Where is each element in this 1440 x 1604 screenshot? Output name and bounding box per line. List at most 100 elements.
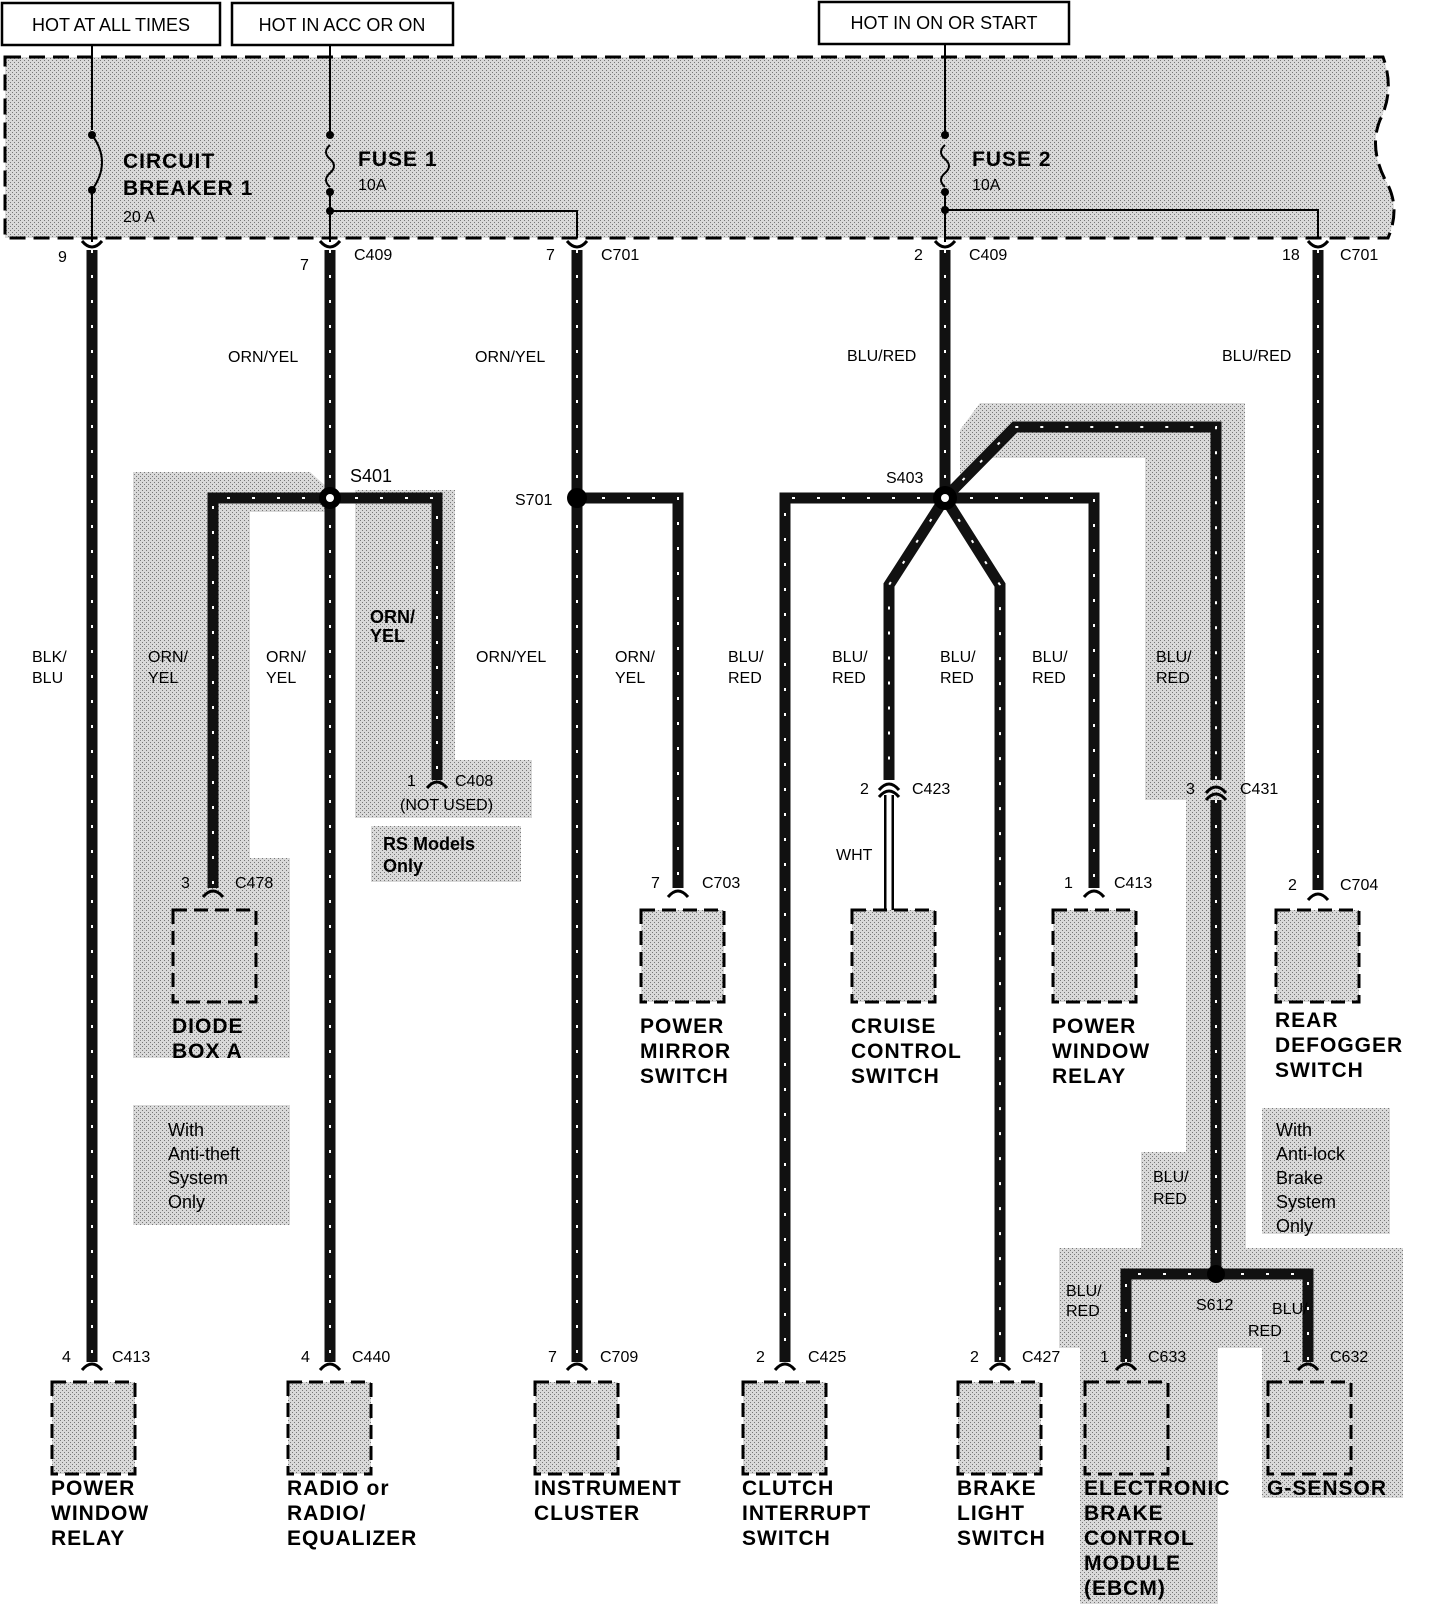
fuse1-name: FUSE 1 <box>358 148 438 171</box>
power-mirror-label: POWER MIRROR SWITCH <box>640 1015 731 1088</box>
power-mirror-label-3: SWITCH <box>640 1065 729 1088</box>
circuit-breaker-symbol <box>88 131 103 242</box>
power-mirror-label-2: MIRROR <box>640 1040 731 1063</box>
clutch-label-1: CLUTCH <box>742 1477 834 1500</box>
rs-models-note-1: RS Models <box>383 834 475 854</box>
cruise-control-label-3: SWITCH <box>851 1065 940 1088</box>
splice-s612 <box>1207 1265 1225 1283</box>
c633-pin: 1 <box>1100 1349 1109 1366</box>
c703-pin: 7 <box>651 875 660 892</box>
anti-theft-note-2: Anti-theft <box>168 1144 240 1164</box>
wire-label-clutch-blu: BLU/ <box>728 649 764 666</box>
anti-lock-note-1: With <box>1276 1120 1312 1140</box>
rear-defogger-label-1: REAR <box>1275 1009 1339 1032</box>
anti-lock-note-3: Brake <box>1276 1168 1323 1188</box>
clutch-label-3: SWITCH <box>742 1527 831 1550</box>
c440-id: C440 <box>352 1349 390 1366</box>
circuit-breaker-name-2: BREAKER 1 <box>123 177 253 200</box>
splice-s701 <box>567 488 587 508</box>
pwr-bot-label-3: RELAY <box>51 1527 125 1550</box>
c427-pin: 2 <box>970 1349 979 1366</box>
brake-label-3: SWITCH <box>957 1527 1046 1550</box>
f2-c701-id: C701 <box>1340 247 1378 264</box>
power-mirror-label-1: POWER <box>640 1015 724 1038</box>
power-source-hot-in-on-or-start: HOT IN ON OR START <box>817 0 1071 46</box>
clutch-interrupt-switch <box>741 1380 828 1476</box>
fuse2-name: FUSE 2 <box>972 148 1052 171</box>
wire-label-blk-blu-2: BLU <box>32 670 63 687</box>
circuit-breaker-name-1: CIRCUIT <box>123 150 215 173</box>
anti-lock-note-5: Only <box>1276 1216 1313 1236</box>
c425-id: C425 <box>808 1349 846 1366</box>
g-sensor-label: G-SENSOR <box>1267 1477 1386 1500</box>
c703-id: C703 <box>702 875 740 892</box>
f1-c701-id: C701 <box>601 247 639 264</box>
fuse2-symbol <box>940 131 1319 242</box>
anti-lock-shaded-label <box>1141 1152 1191 1248</box>
label-hot-at-all-times: HOT AT ALL TIMES <box>32 15 190 35</box>
wire-label-c408-orn: ORN/ <box>370 607 415 627</box>
ebcm-label: ELECTRONIC BRAKE CONTROL MODULE (EBCM) <box>1084 1477 1230 1600</box>
radio-equalizer <box>286 1380 373 1476</box>
clutch-interrupt-label: CLUTCH INTERRUPT SWITCH <box>742 1477 870 1550</box>
rear-defogger-switch <box>1274 908 1361 1004</box>
anti-lock-note-4: System <box>1276 1192 1336 1212</box>
wire-label-ebcm-blu: BLU/ <box>1066 1283 1102 1300</box>
wire-label-gsensor-red: RED <box>1248 1323 1282 1340</box>
power-source-hot-at-all-times: HOT AT ALL TIMES <box>0 1 222 47</box>
cruise-control-switch <box>850 908 937 1004</box>
wire-label-orn-yel-c701: ORN/YEL <box>475 349 545 366</box>
brake-light-switch <box>956 1380 1043 1476</box>
wire-label-blk-blu-1: BLK/ <box>32 649 67 666</box>
cruise-control-label-2: CONTROL <box>851 1040 962 1063</box>
c431-pin: 3 <box>1186 781 1195 798</box>
fuse1-symbol <box>325 131 578 242</box>
anti-theft-note-bg <box>133 1105 290 1225</box>
radio-label-1: RADIO or <box>287 1477 390 1500</box>
rear-defogger-label: REAR DEFOGGER SWITCH <box>1275 1009 1402 1082</box>
wire-label-blu-red-f2: BLU/RED <box>847 348 916 365</box>
wire-label-pwr-blu: BLU/ <box>1032 649 1068 666</box>
fuse2-rating: 10A <box>972 177 1001 194</box>
pwr-bot-label-2: WINDOW <box>51 1502 149 1525</box>
c632-pin: 1 <box>1282 1349 1291 1366</box>
wire-label-s612-blu: BLU/ <box>1153 1169 1189 1186</box>
f2-c409-pin: 2 <box>914 247 923 264</box>
power-window-relay-top <box>1051 908 1138 1004</box>
wire-label-ebcm-red: RED <box>1066 1303 1100 1320</box>
wire-label-cruise-red: RED <box>832 670 866 687</box>
wire-label-diode-orn: ORN/ <box>148 649 189 666</box>
c413-top-id: C413 <box>1114 875 1152 892</box>
brake-label-2: LIGHT <box>957 1502 1025 1525</box>
brake-light-label: BRAKE LIGHT SWITCH <box>957 1477 1046 1550</box>
wire-label-clutch-red: RED <box>728 670 762 687</box>
c431-id: C431 <box>1240 781 1278 798</box>
c413-bot-id: C413 <box>112 1349 150 1366</box>
cb-out-pin: 9 <box>58 249 67 266</box>
wires <box>86 250 1324 1362</box>
rear-defogger-label-3: SWITCH <box>1275 1059 1364 1082</box>
splice-s401 <box>319 487 341 509</box>
wire-label-pwr-red: RED <box>1032 670 1066 687</box>
diode-box-label-2: BOX A <box>172 1040 243 1063</box>
c413-top-pin: 1 <box>1064 875 1073 892</box>
c427-id: C427 <box>1022 1349 1060 1366</box>
rs-models-note-2: Only <box>383 856 423 876</box>
ebcm-label-4: MODULE <box>1084 1552 1181 1575</box>
pwr-top-label-2: WINDOW <box>1052 1040 1150 1063</box>
s403-label: S403 <box>886 470 923 487</box>
c408-id: C408 <box>455 773 493 790</box>
c478-pin: 3 <box>181 875 190 892</box>
wire-label-wht: WHT <box>836 847 873 864</box>
s701-label: S701 <box>515 492 552 509</box>
c440-pin: 4 <box>301 1349 310 1366</box>
c478-id: C478 <box>235 875 273 892</box>
anti-theft-note-1: With <box>168 1120 204 1140</box>
c709-pin: 7 <box>548 1349 557 1366</box>
c408-note: (NOT USED) <box>400 797 493 814</box>
wire-label-gsensor-blu: BLU/ <box>1272 1301 1308 1318</box>
f1-c409-id: C409 <box>354 247 392 264</box>
ebcm-shaded-area <box>1059 1248 1403 1348</box>
wire-label-cruise-blu: BLU/ <box>832 649 868 666</box>
